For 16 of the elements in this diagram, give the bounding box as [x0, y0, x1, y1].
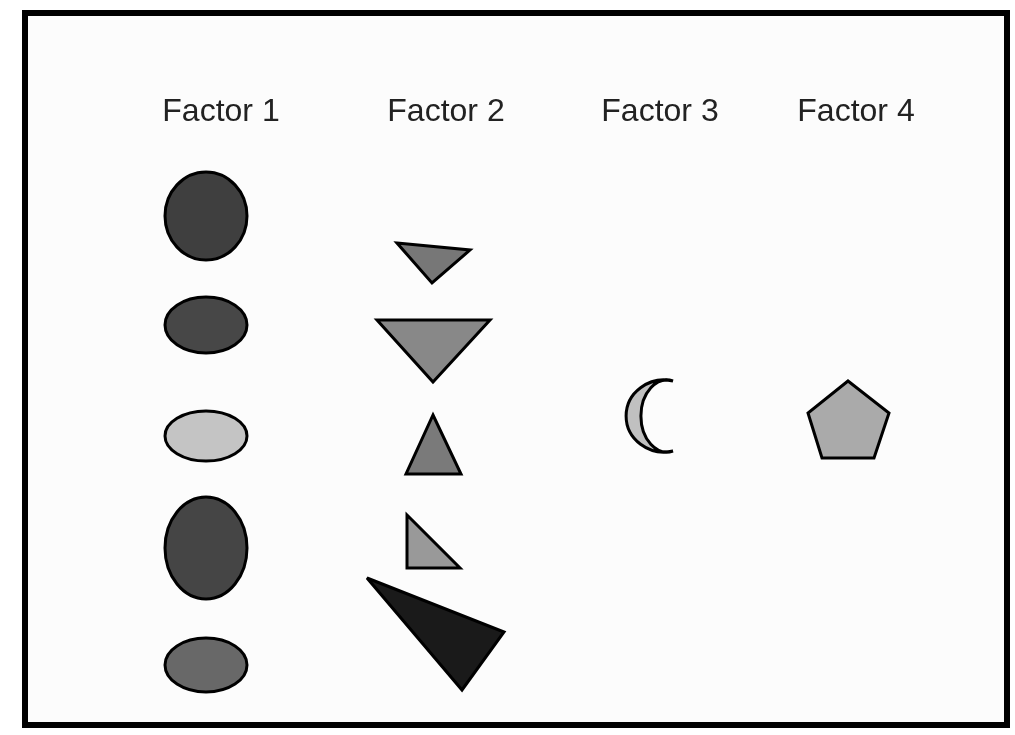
- pentagon-shape: [806, 379, 891, 460]
- column-heading: Factor 4: [797, 92, 915, 129]
- ellipse-shape: [163, 495, 249, 601]
- ellipse-shape: [163, 409, 249, 463]
- triangle-shape: [393, 241, 474, 286]
- triangle-shape: [403, 411, 464, 476]
- triangle-shape: [405, 511, 464, 570]
- column-heading: Factor 2: [387, 92, 505, 129]
- ellipse-shape: [163, 636, 249, 694]
- crescent-shape: [624, 378, 675, 454]
- column-heading: Factor 1: [162, 92, 280, 129]
- column-heading: Factor 3: [601, 92, 719, 129]
- triangle-shape: [373, 318, 494, 385]
- triangle-shape: [365, 576, 507, 693]
- ellipse-shape: [163, 295, 249, 355]
- ellipse-shape: [163, 170, 249, 262]
